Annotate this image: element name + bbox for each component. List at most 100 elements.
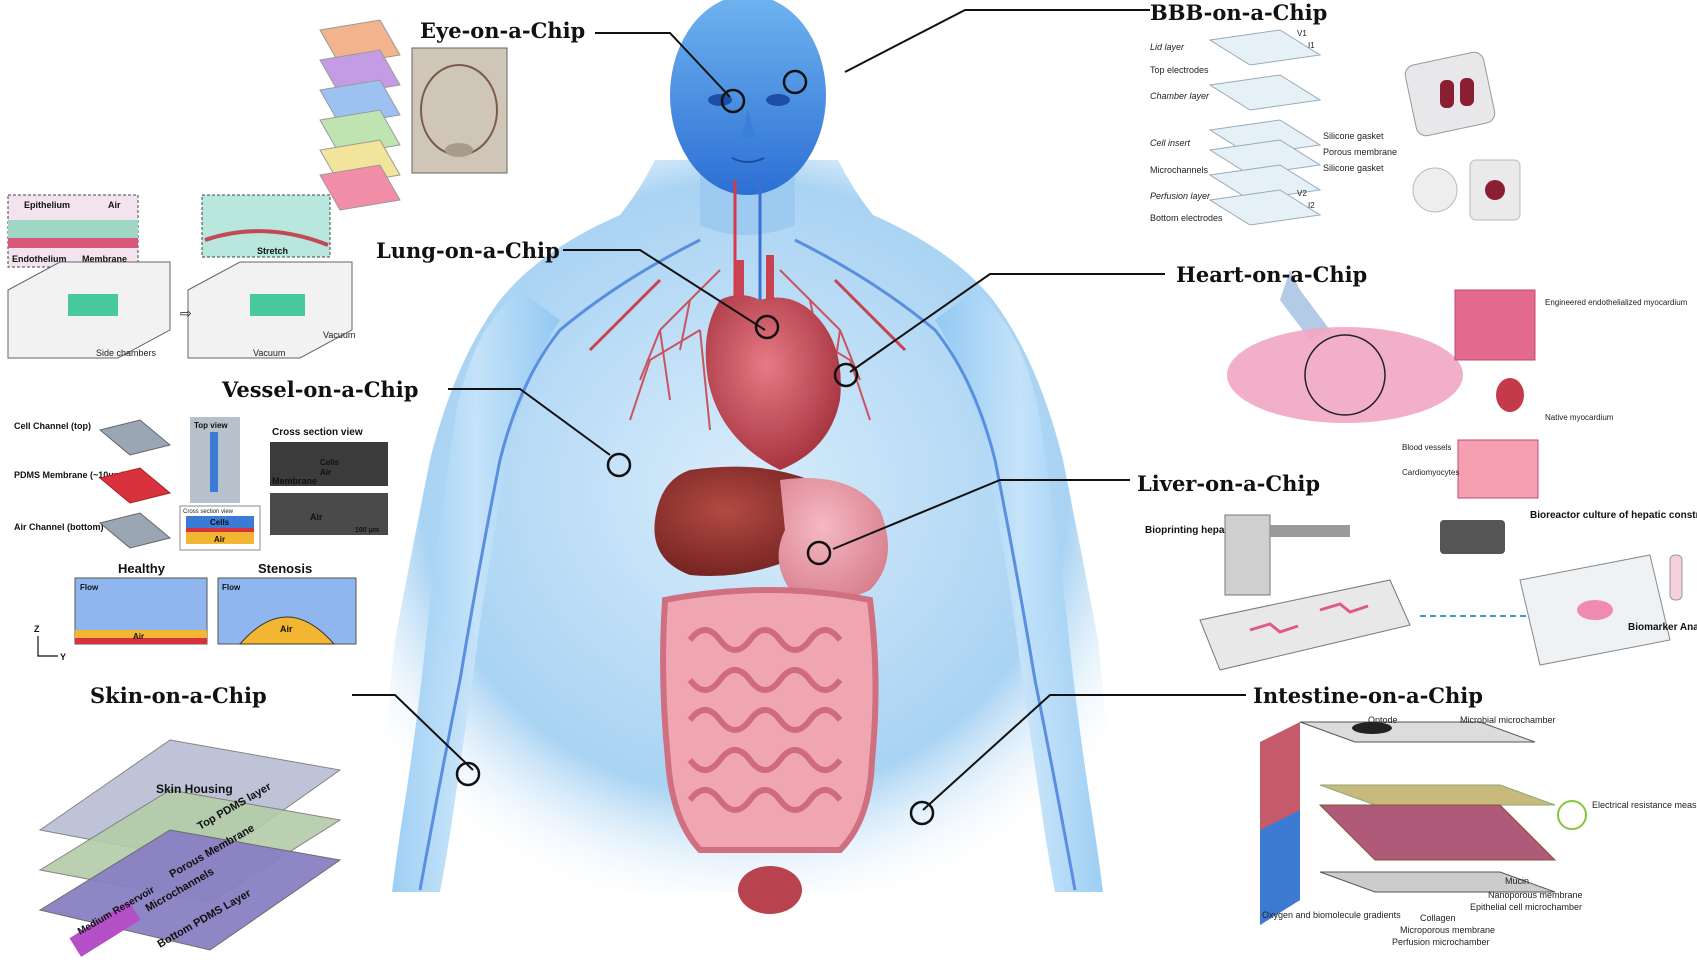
lung-channel-left xyxy=(68,294,118,316)
bbb-perfusion-layer: Perfusion layer xyxy=(1150,191,1211,201)
skin-connector xyxy=(352,694,474,771)
skin-on-a-chip-title: Skin-on-a-Chip xyxy=(90,683,267,708)
heart-engineered-block xyxy=(1454,289,1536,361)
lung-arrow: ⇨ xyxy=(180,305,192,321)
bbb-microchannels: Microchannels xyxy=(1150,165,1209,175)
vessel-bottom-layer xyxy=(98,512,172,549)
intestine-chip-panel: Optode Microbial microchamber Electrical… xyxy=(1260,715,1697,947)
vessel-flow-label-2: Flow xyxy=(222,583,241,592)
intestines xyxy=(660,587,879,853)
lung-membrane-label: Membrane xyxy=(82,254,127,264)
bbb-v1: V1 xyxy=(1297,29,1307,38)
liver-bioprinting-label: Bioprinting hepatic construct xyxy=(1145,525,1285,536)
skin-marker xyxy=(455,761,481,787)
bbb-chamber-layer: Chamber layer xyxy=(1150,91,1210,101)
heart-printer-nozzle xyxy=(1280,270,1330,340)
intestine-electrical-label: Electrical resistance measurement xyxy=(1592,800,1697,810)
bbb-i1: I1 xyxy=(1308,41,1315,50)
heart xyxy=(705,295,841,470)
liver-connector xyxy=(832,479,1130,550)
vessel-scale-label: 100 μm xyxy=(355,527,379,534)
lung-endothelium-label: Endothelium xyxy=(12,254,67,264)
connector-lines xyxy=(352,9,1246,811)
heart-native-label: Native myocardium xyxy=(1545,413,1614,422)
intestine-oxygen-label: Oxygen and biomolecule gradients xyxy=(1262,910,1401,920)
vessel-cells-band xyxy=(186,516,254,528)
intestine-optode-hole xyxy=(1352,722,1392,734)
bbb-i2: I2 xyxy=(1308,201,1315,210)
heart-on-a-chip-title: Heart-on-a-Chip xyxy=(1176,262,1368,287)
eye-chip-reservoir xyxy=(445,143,473,157)
head xyxy=(670,0,826,195)
heart-chip-panel: Engineered endothelialized myocardium Na… xyxy=(1227,270,1688,499)
heart-cardiomyocytes-label: Cardiomyocytes xyxy=(1402,468,1459,477)
vessel-axis-y: Y xyxy=(60,652,66,662)
liver-sample-tube xyxy=(1669,554,1683,601)
aorta xyxy=(736,255,774,300)
bbb-silicone-gasket-2: Silicone gasket xyxy=(1323,163,1384,173)
vessel-stenosis-bulge xyxy=(238,616,336,645)
lung-air-label: Air xyxy=(108,200,121,210)
vessel-pdms-label: PDMS Membrane (~10μm) xyxy=(14,470,125,480)
eye-connector xyxy=(595,32,731,98)
bbb-chip-panel: Lid layer Top electrodes Chamber layer C… xyxy=(1150,29,1521,226)
nose xyxy=(742,110,756,138)
vessel-stenosis-label: Stenosis xyxy=(258,561,312,576)
lung-epithelium-band xyxy=(8,220,138,238)
intestine-mucin-layer xyxy=(1319,784,1556,806)
vessel-connector xyxy=(448,388,611,456)
intestine-microbial-label: Microbial microchamber xyxy=(1460,715,1556,725)
liver-chip-base xyxy=(1199,579,1411,671)
intestine-connector xyxy=(922,694,1246,811)
bbb-on-a-chip-title: BBB-on-a-Chip xyxy=(1150,0,1328,25)
bbb-insert-photo xyxy=(1412,167,1458,213)
vessel-top-layer xyxy=(98,419,172,456)
vessel-cross-section-small-label: Cross section view xyxy=(183,509,234,515)
liver-printer-arm xyxy=(1270,525,1350,537)
bbb-v2: V2 xyxy=(1297,189,1307,198)
bbb-silicone-gasket-1: Silicone gasket xyxy=(1323,131,1384,141)
lung-stretch-label: Stretch xyxy=(257,246,288,256)
bbb-porous-membrane: Porous membrane xyxy=(1323,147,1397,157)
intestine-mucin-label: Mucin xyxy=(1505,876,1529,886)
eye-on-a-chip-title: Eye-on-a-Chip xyxy=(420,18,586,43)
vessel-healthy-membrane-band xyxy=(75,638,207,644)
vessel-micrograph-2 xyxy=(270,493,388,535)
intestine-epithelial-label: Epithelial cell microchamber xyxy=(1470,902,1582,912)
skin-reservoir xyxy=(69,901,141,957)
vessel-cross-section-label: Cross section view xyxy=(272,427,363,438)
lung-epithelium-label: Epithelium xyxy=(24,200,70,210)
liver-biomarker-label: Biomarker Analysis xyxy=(1628,622,1697,633)
skin-chip-panel: Skin Housing Top PDMS layer Porous Membr… xyxy=(38,739,342,957)
liver-pump xyxy=(1440,520,1505,554)
eye-marker xyxy=(720,88,746,114)
heart-zoom-circle xyxy=(1304,334,1386,416)
vessel-membrane-label: Membrane xyxy=(272,476,317,486)
vessel-air-label-2: Air xyxy=(214,535,225,544)
vessel-cells-label: Cells xyxy=(320,458,340,467)
vessel-membrane-band xyxy=(186,528,254,532)
intestine-electrode-icon xyxy=(1557,800,1587,830)
lung-stretch-inset xyxy=(201,194,331,258)
liver-printed-tissue-2 xyxy=(1319,602,1369,614)
liver-printer xyxy=(1224,514,1271,596)
lung-vacuum-label-1: Vacuum xyxy=(253,348,285,358)
vessel-air-band xyxy=(186,532,254,544)
bbb-chip-well xyxy=(1485,180,1505,200)
mouth xyxy=(731,157,765,163)
vessel-air-label-3: Air xyxy=(310,512,323,522)
intestine-top-plate xyxy=(1299,721,1536,743)
vessel-cells-label-2: Cells xyxy=(210,518,230,527)
stomach xyxy=(778,478,888,600)
connector-circles xyxy=(455,69,935,826)
vessel-air-label: Air xyxy=(320,468,331,477)
bbb-bottom-electrodes: Bottom electrodes xyxy=(1150,213,1223,223)
bbb-layer-stack xyxy=(1208,29,1322,226)
intestine-marker xyxy=(909,800,935,826)
bbb-connector xyxy=(844,9,1150,73)
vessel-cell-channel-label: Cell Channel (top) xyxy=(14,421,91,431)
lung-vacuum-label-2: Vacuum xyxy=(323,330,355,340)
lung-connector xyxy=(563,249,766,331)
vessel-axis-arrows xyxy=(37,636,58,657)
